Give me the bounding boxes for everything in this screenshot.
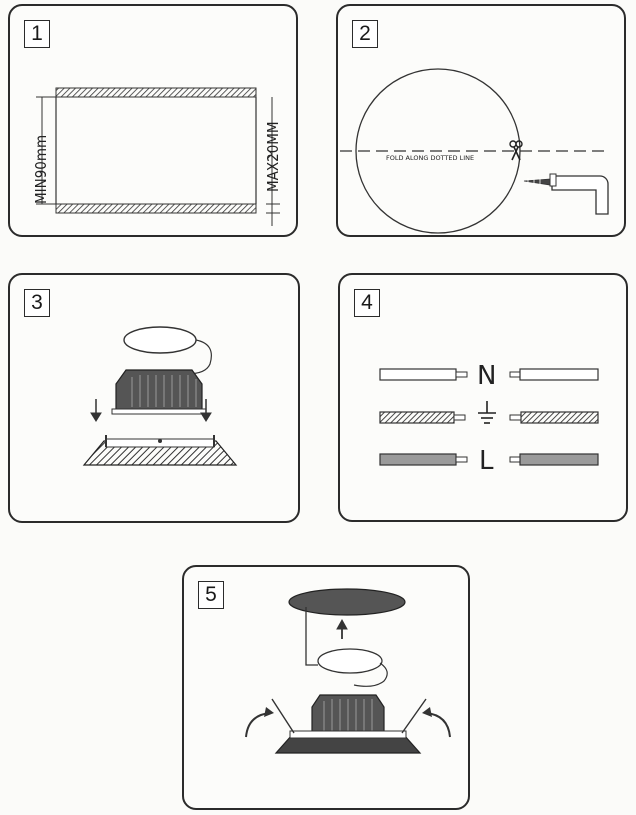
earth-ground-icon bbox=[478, 401, 496, 424]
step-5-panel: 5 bbox=[182, 565, 470, 810]
down-arrow-icon bbox=[90, 399, 212, 422]
cutting-template-diagram: FOLD ALONG DOTTED LINE bbox=[340, 68, 609, 234]
min-height-label: MIN90mm bbox=[32, 135, 50, 204]
neutral-label: N bbox=[477, 361, 496, 391]
wiring-diagram: N L bbox=[379, 361, 599, 476]
fixture-insertion-diagram bbox=[82, 326, 238, 466]
neutral-wire-right bbox=[519, 368, 599, 381]
step-number: 4 bbox=[354, 289, 380, 317]
live-label: L bbox=[479, 446, 494, 476]
step-2-panel: 2 FOLD ALONG DOTTED LINE bbox=[336, 4, 626, 237]
step-3-panel: 3 bbox=[8, 273, 300, 523]
step-1-panel: 1 MIN90mm MAX20MM bbox=[8, 4, 298, 237]
rotate-arrow-icon bbox=[425, 712, 451, 738]
step-number: 3 bbox=[24, 289, 50, 317]
rotate-arrow-icon bbox=[245, 712, 271, 738]
step-number: 1 bbox=[24, 20, 50, 48]
ceiling-top-board bbox=[55, 87, 257, 98]
fixture-mounting-diagram bbox=[245, 588, 451, 754]
earth-wire-right bbox=[520, 411, 599, 424]
live-wire-right bbox=[519, 453, 599, 466]
up-arrow-icon bbox=[336, 618, 348, 639]
step-number: 2 bbox=[352, 20, 378, 48]
max-thickness-label: MAX20MM bbox=[264, 121, 282, 192]
earth-wire-left bbox=[379, 411, 455, 424]
ceiling-bottom-board bbox=[55, 203, 257, 214]
step-number: 5 bbox=[198, 581, 224, 609]
fold-label: FOLD ALONG DOTTED LINE bbox=[386, 154, 474, 162]
scissors-icon bbox=[509, 140, 523, 161]
downlight-body bbox=[115, 369, 203, 411]
ceiling-hole-cover bbox=[288, 588, 406, 616]
driver-box bbox=[123, 326, 197, 354]
driver-box bbox=[317, 648, 383, 674]
neutral-wire-left bbox=[379, 368, 457, 381]
drill-icon bbox=[523, 173, 609, 215]
ceiling-cutout-diagram: MIN90mm MAX20MM bbox=[32, 87, 282, 226]
live-wire-left bbox=[379, 453, 457, 466]
step-4-panel: 4 N L bbox=[338, 273, 628, 522]
